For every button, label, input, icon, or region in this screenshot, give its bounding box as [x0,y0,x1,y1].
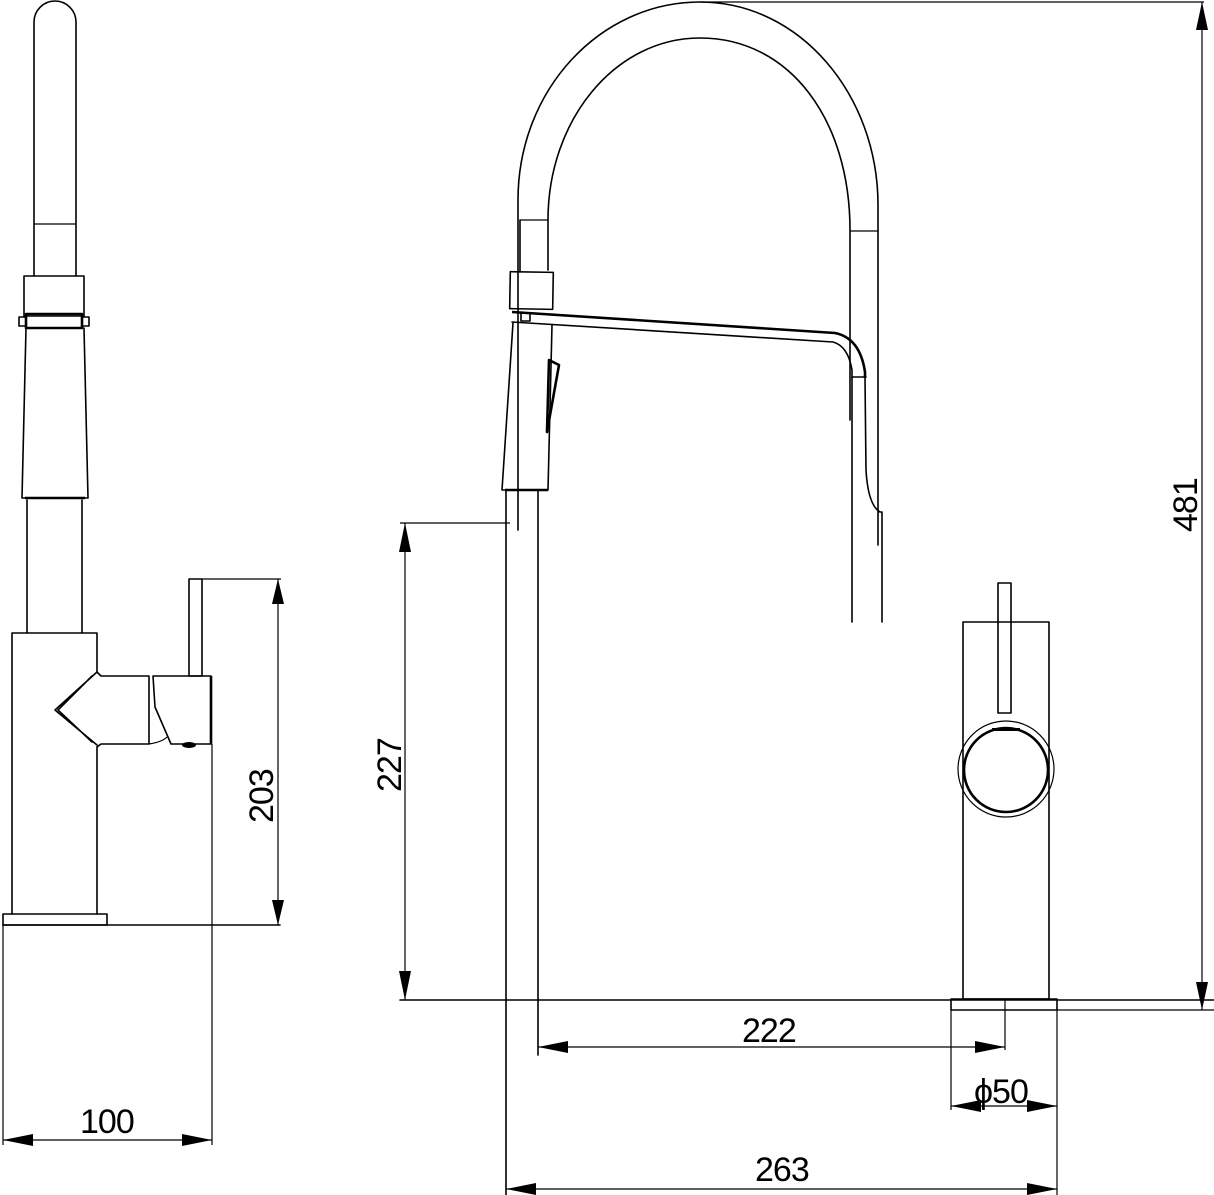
dim-50-arrow-left [951,1100,981,1112]
dim-481-arrow-top [1196,2,1208,30]
side-base-plate [2,913,108,926]
front-support-arm-lower [511,321,853,379]
dim-227-label: 227 [371,738,409,792]
front-column [864,377,883,623]
front-collar [508,270,555,311]
dim-227-arrow-bottom [399,971,411,1000]
dim-481-arrow-bottom [1196,982,1208,1010]
dim-203-arrow-top [272,579,284,604]
front-handle-disc [962,726,1050,814]
dim-100-arrow-left [3,1134,33,1146]
front-arch-inner [547,37,851,421]
dim-222-label: 222 [742,1012,796,1050]
front-body [962,621,1050,1000]
front-view: 481 227 222 ϕ50 263 [371,1,1214,1195]
side-lever [188,578,203,677]
side-hub-screw [182,742,196,748]
dim-263-arrow-right [1027,1183,1057,1195]
front-base-plate [950,998,1058,1011]
side-top-tube [33,0,77,277]
side-spray-head [21,327,89,499]
front-spray-head [501,322,553,491]
side-clip-left [18,316,27,327]
side-handle-hub [152,675,212,745]
dim-50-label: ϕ50 [974,1073,1028,1111]
side-view: 203 100 [2,0,284,1146]
dim-203-arrow-bottom [272,900,284,925]
dim-263-label: 263 [755,1151,809,1189]
dim-481-label: 481 [1167,478,1205,532]
dim-50-arrow-right [1027,1100,1057,1112]
side-cartridge-cone [54,671,150,748]
side-body [11,632,98,915]
front-arm-clip [520,312,531,322]
front-handle-rim [957,720,1055,818]
dim-100-label: 100 [80,1103,134,1141]
dim-263-arrow-left [506,1183,536,1195]
dim-100-arrow-right [182,1134,212,1146]
side-clip-right [81,316,90,327]
front-spray-trigger [545,358,561,434]
side-hub-arc [148,736,168,745]
front-lever [997,582,1012,714]
side-collar [23,275,85,317]
front-arch-outer [517,1,879,546]
dim-203-label: 203 [243,769,281,823]
dim-222-arrow-left [538,1041,568,1053]
dim-227-arrow-top [399,523,411,552]
front-support-arm [511,310,867,378]
front-handle-top-mark [992,728,1020,731]
dim-222-arrow-right [975,1041,1005,1053]
